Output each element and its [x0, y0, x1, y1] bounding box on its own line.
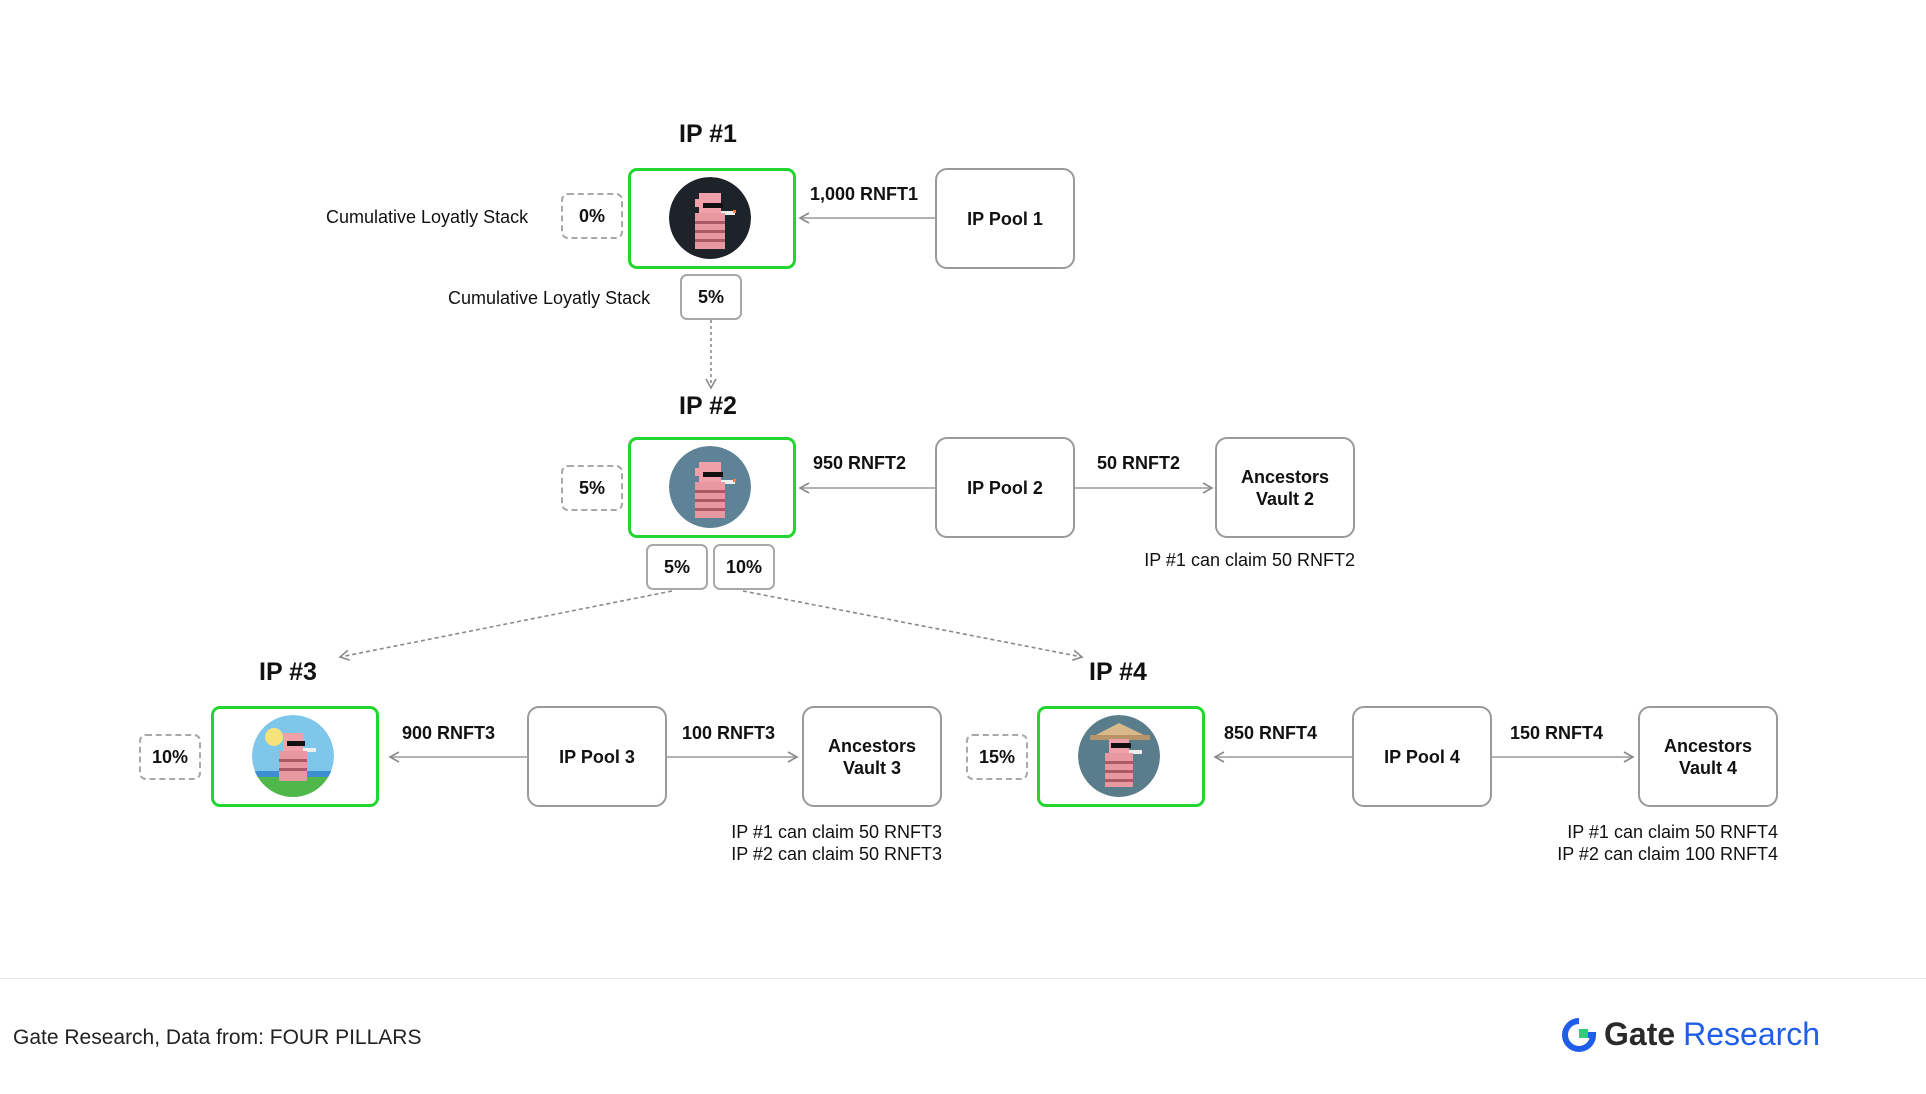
ip3-amount-out: 100 RNFT3	[682, 723, 776, 743]
ip1-stack-pct-bottom: 5%	[680, 274, 742, 320]
ip4-claim-line-1: IP #1 can claim 50 RNFT4	[1567, 822, 1778, 842]
ip3-stack-pct-left: 10%	[139, 734, 201, 780]
pixel-character-dark-avatar-icon	[669, 177, 751, 259]
ip2-amount-out: 50 RNFT2	[1097, 453, 1181, 473]
brand-research-text: Research	[1683, 1016, 1821, 1052]
ip2-bottom-pct-b: 10%	[713, 544, 775, 590]
ip2-claims: IP #1 can claim 50 RNFT2	[1100, 549, 1355, 571]
ip-pool-3[interactable]: IP Pool 3	[527, 706, 667, 807]
ip4-claims: IP #1 can claim 50 RNFT4 IP #2 can claim…	[1440, 821, 1778, 865]
ip1-title: IP #1	[679, 120, 737, 148]
ip3-title: IP #3	[259, 658, 317, 686]
ip3-node[interactable]	[211, 706, 379, 807]
pixel-character-straw-hat-avatar-icon	[1078, 715, 1160, 797]
ip2-title: IP #2	[679, 392, 737, 420]
pixel-character-sky-avatar-icon	[252, 715, 334, 797]
ip2-claim-line: IP #1 can claim 50 RNFT2	[1144, 550, 1355, 570]
ip3-claims: IP #1 can claim 50 RNFT3 IP #2 can claim…	[640, 821, 942, 865]
ip1-stack-label-left: Cumulative Loyatly Stack	[326, 207, 529, 227]
ancestors-vault-2[interactable]: Ancestors Vault 2	[1215, 437, 1355, 538]
ip2-amount-in: 950 RNFT2	[813, 453, 907, 473]
ip3-claim-line-2: IP #2 can claim 50 RNFT3	[731, 844, 942, 864]
ip-pool-2[interactable]: IP Pool 2	[935, 437, 1075, 538]
ip4-amount-in: 850 RNFT4	[1224, 723, 1318, 743]
dotted-arrow-ip2-to-ip4	[742, 590, 1084, 661]
dotted-arrow-ip2-to-ip3	[338, 590, 673, 661]
brand-gate-text: Gate	[1604, 1016, 1676, 1052]
pixel-character-slate-avatar-icon	[669, 446, 751, 528]
ip1-node[interactable]	[628, 168, 796, 269]
ip3-amount-in: 900 RNFT3	[402, 723, 496, 743]
ip4-amount-out: 150 RNFT4	[1510, 723, 1604, 743]
footer-source: Gate Research, Data from: FOUR PILLARS	[13, 1026, 422, 1049]
ip2-stack-pct-left: 5%	[561, 465, 623, 511]
ip2-bottom-pct-a: 5%	[646, 544, 708, 590]
ip3-claim-line-1: IP #1 can claim 50 RNFT3	[731, 822, 942, 842]
ip2-node[interactable]	[628, 437, 796, 538]
ancestors-vault-4[interactable]: Ancestors Vault 4	[1638, 706, 1778, 807]
ip4-node[interactable]	[1037, 706, 1205, 807]
ip4-title: IP #4	[1089, 658, 1147, 686]
gate-logo-icon	[1562, 1017, 1596, 1052]
ip1-pool-amount: 1,000 RNFT1	[810, 184, 919, 204]
ip4-stack-pct-left: 15%	[966, 734, 1028, 780]
ip-pool-4[interactable]: IP Pool 4	[1352, 706, 1492, 807]
ip4-claim-line-2: IP #2 can claim 100 RNFT4	[1557, 844, 1778, 864]
brand-logo: Gate Research	[1562, 1016, 1820, 1053]
ip-pool-1[interactable]: IP Pool 1	[935, 168, 1075, 269]
footer-divider	[0, 978, 1926, 979]
ip1-stack-label-bottom: Cumulative Loyatly Stack	[448, 288, 651, 308]
ip1-stack-pct-left: 0%	[561, 193, 623, 239]
ancestors-vault-3[interactable]: Ancestors Vault 3	[802, 706, 942, 807]
